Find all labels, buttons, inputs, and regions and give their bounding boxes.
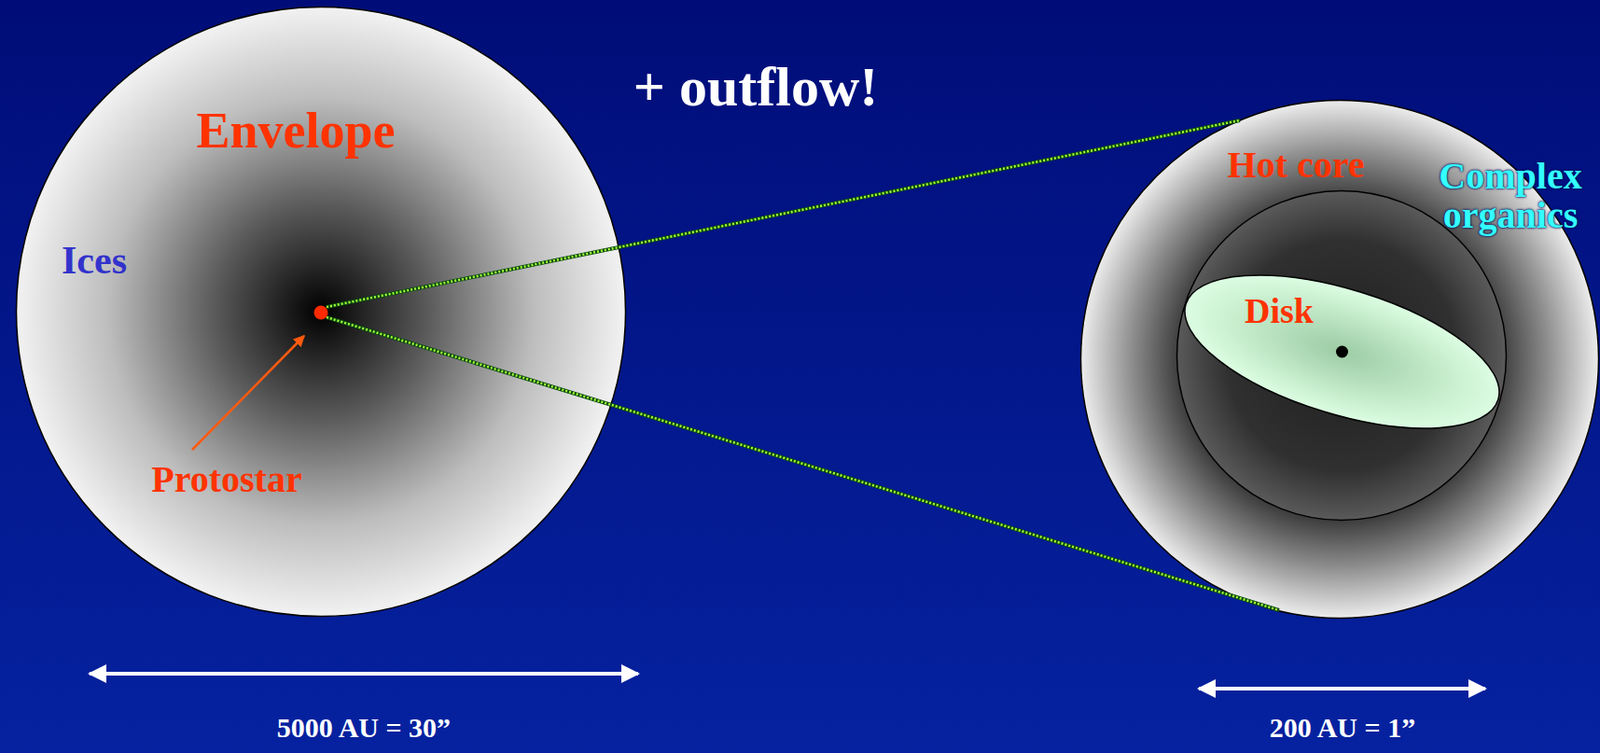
region-label: Ices	[61, 239, 127, 281]
organics-circle: DiskHot coreComplex organics	[1079, 98, 1600, 620]
envelope-circle	[14, 5, 627, 618]
scale-arrow	[1198, 686, 1486, 691]
disk-ellipse	[1168, 244, 1517, 460]
disk-ellipse: Disk	[1184, 275, 1500, 429]
scale-dimension: 200 AU = 1”	[1269, 712, 1416, 743]
region-label: Hot core	[1227, 145, 1365, 185]
central-star	[1335, 346, 1349, 359]
leader-arrow	[192, 335, 305, 450]
region-label: Envelope	[195, 104, 395, 158]
zoom-line	[326, 120, 1240, 307]
region-label: Disk	[1244, 292, 1314, 331]
envelope-circle	[16, 7, 627, 617]
disk-ellipse	[1184, 275, 1500, 429]
hot-core-circle: DiskHot core	[1175, 189, 1508, 522]
protostar-label: Protostar	[151, 459, 302, 500]
scale-dimension: 5000 AU = 30”	[277, 712, 451, 743]
zoom-line	[326, 317, 1280, 611]
region-label: Complex organics	[1429, 156, 1593, 236]
scale-arrow	[89, 671, 639, 676]
protostar-dot	[314, 306, 329, 320]
organics-circle	[1081, 100, 1600, 619]
envelope-circle: EnvelopeIces	[14, 5, 627, 618]
outflow-note: + outflow!	[633, 57, 879, 117]
